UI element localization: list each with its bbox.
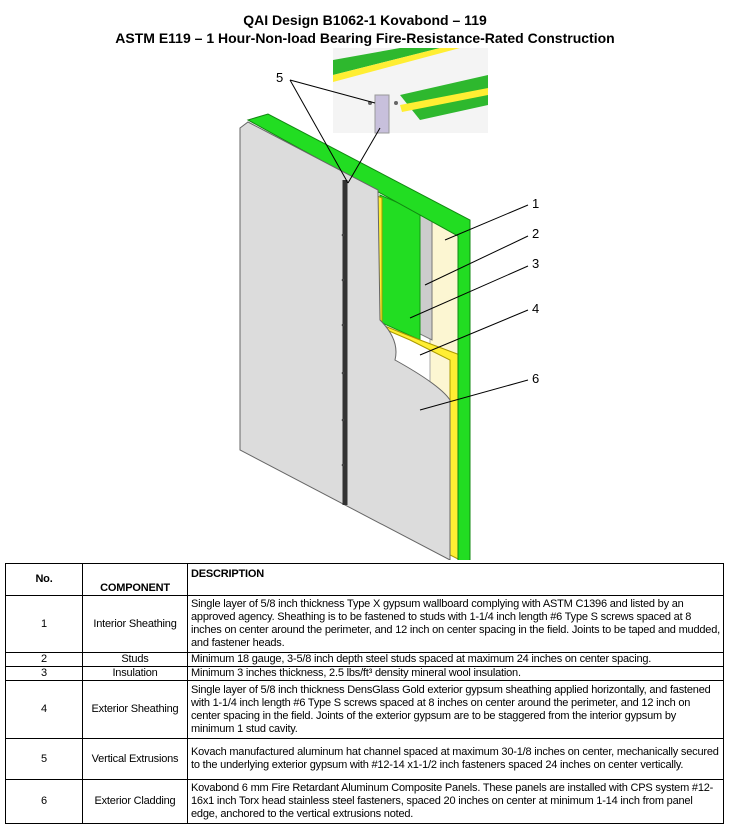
callout-1: 1 [532,196,539,211]
callout-2: 2 [532,226,539,241]
callout-5: 5 [276,70,283,85]
header-description: DESCRIPTION [187,563,724,596]
document-title: QAI Design B1062-1 Kovabond – 119 [243,12,487,28]
header-no: No. [5,563,83,596]
detail-inset [333,48,488,134]
wall-assembly-diagram: 5 1 2 3 4 6 [239,48,539,560]
document-subtitle: ASTM E119 – 1 Hour-Non-load Bearing Fire… [115,30,615,46]
callout-4: 4 [532,301,539,316]
callout-6: 6 [532,371,539,386]
callout-3: 3 [532,256,539,271]
exterior-sheathing [374,194,461,560]
header-component: COMPONENT [82,563,188,596]
insulation [379,194,421,341]
